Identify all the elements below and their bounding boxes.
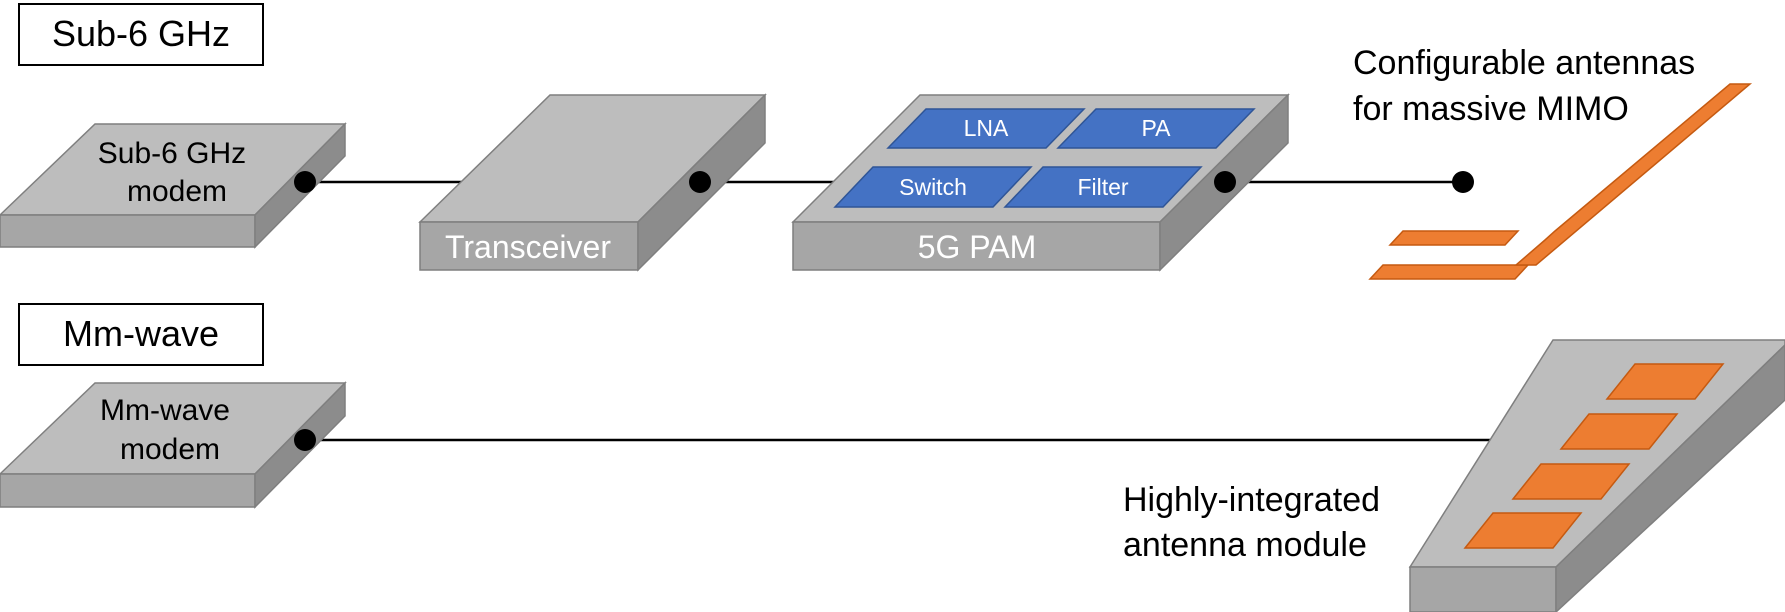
antenna-module-block: [1408, 339, 1785, 612]
mmwave-section-title: Mm-wave: [63, 313, 219, 354]
antenna-module-caption-line2: antenna module: [1123, 526, 1367, 564]
dot-pam: [1214, 171, 1236, 193]
pam-block: 5G PAM LNA PA Switch Filter: [791, 93, 1290, 272]
sub6-section-label: Sub-6 GHz: [18, 3, 264, 66]
configurable-antenna-caption-line1: Configurable antennas: [1353, 44, 1695, 82]
mmwave-modem-label-line1: Mm-wave: [100, 394, 230, 427]
transceiver-block: Transceiver: [418, 93, 767, 272]
antenna-module-caption-line1: Highly-integrated: [1123, 481, 1380, 519]
sub6-section-title: Sub-6 GHz: [52, 13, 230, 54]
pam-label: 5G PAM: [918, 229, 1037, 265]
chip-filter-label: Filter: [1077, 174, 1128, 200]
transceiver-label: Transceiver: [445, 229, 611, 265]
sub6-modem-block: Sub-6 GHz modem: [0, 122, 347, 249]
mmwave-modem-label-line2: modem: [120, 433, 220, 466]
pam-chip-pa: PA: [1056, 108, 1256, 149]
antenna-patch-3: [1511, 463, 1631, 500]
connection-dots: [294, 171, 1474, 451]
sub6-modem-label-line2: modem: [127, 175, 227, 208]
dot-configurable-antenna: [1452, 171, 1474, 193]
chip-lna-label: LNA: [964, 115, 1009, 141]
pam-chip-switch: Switch: [833, 166, 1033, 208]
configurable-antenna-icon: [1368, 83, 1753, 280]
mmwave-section-label: Mm-wave: [18, 303, 264, 366]
antenna-patch-2: [1559, 413, 1679, 450]
antenna-module-caption: Highly-integrated antenna module: [1123, 481, 1380, 564]
dot-sub6-modem: [294, 171, 316, 193]
dot-mmwave-modem: [294, 429, 316, 451]
chip-switch-label: Switch: [899, 174, 967, 200]
dot-transceiver: [689, 171, 711, 193]
pam-chip-filter: Filter: [1003, 166, 1203, 208]
mmwave-modem-block: Mm-wave modem: [0, 381, 347, 509]
antenna-patch-4: [1463, 512, 1583, 549]
configurable-antenna-caption: Configurable antennas for massive MIMO: [1353, 44, 1695, 128]
configurable-antenna-caption-line2: for massive MIMO: [1353, 90, 1629, 128]
sub6-modem-label-line1: Sub-6 GHz: [98, 137, 246, 170]
pam-chip-lna: LNA: [886, 108, 1086, 149]
chip-pa-label: PA: [1142, 115, 1172, 141]
antenna-patch-1: [1605, 363, 1725, 400]
